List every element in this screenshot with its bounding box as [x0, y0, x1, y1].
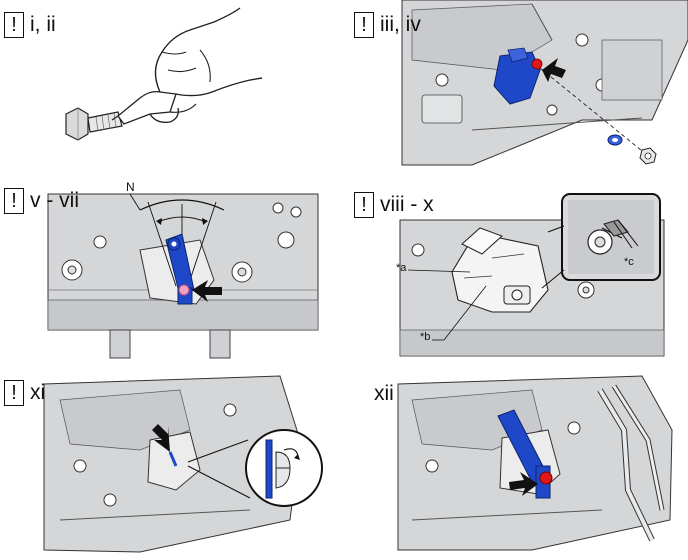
panel-xi: ! xi [0, 370, 336, 556]
step-label: ! viii - x [354, 192, 434, 218]
arrow-icon [542, 58, 566, 82]
panel-viii-x: ! viii - x *a *b *c [352, 180, 688, 360]
neutral-switch-part [451, 227, 549, 313]
step-text: v - vii [30, 189, 79, 212]
engine-casting-viii-x [399, 193, 665, 357]
step-text: i, ii [30, 13, 56, 36]
callout-a: *a [396, 262, 407, 274]
lock-washer-icon [607, 134, 623, 146]
step-label: ! xi [4, 380, 45, 406]
bolt-adhesive-illustration [65, 7, 263, 141]
callout-b: *b [420, 331, 431, 343]
magnifier-inset [245, 429, 323, 507]
magnifier-inset [561, 193, 661, 281]
step-label: ! iii, iv [354, 12, 421, 38]
engine-casting-v-vii [47, 193, 319, 359]
neutral-switch-part [493, 47, 543, 105]
callout-c: *c [624, 256, 634, 268]
step-text: xi [30, 381, 46, 404]
panel-xii: xii [352, 370, 688, 556]
warning-box: ! [354, 192, 374, 218]
step-text: iii, iv [380, 13, 421, 36]
bolt-icon [65, 107, 123, 141]
engine-casting-xi [43, 375, 323, 553]
arrow-icon [152, 424, 170, 452]
panel-iii-iv: ! iii, iv [352, 0, 688, 172]
step-label: ! i, ii [4, 12, 56, 38]
nut-icon [639, 147, 657, 165]
step-text: viii - x [380, 193, 434, 216]
engine-casting-iii-iv [401, 0, 688, 166]
step-label: ! v - vii [4, 188, 79, 214]
warning-box: ! [4, 380, 24, 406]
arrow-icon [509, 472, 538, 496]
arrow-icon [192, 280, 222, 302]
step-text: xii [374, 382, 394, 405]
step-label: xii [374, 382, 394, 406]
warning-box: ! [4, 12, 24, 38]
shift-lever-part [497, 409, 553, 499]
panel-i-ii: ! i, ii [0, 0, 300, 160]
panel-v-vii: ! v - vii N [0, 180, 336, 360]
shift-lever-part [165, 233, 195, 305]
engine-casting-xii [397, 375, 673, 551]
neutral-annotation: N [126, 180, 135, 194]
warning-box: ! [4, 188, 24, 214]
warning-box: ! [354, 12, 374, 38]
